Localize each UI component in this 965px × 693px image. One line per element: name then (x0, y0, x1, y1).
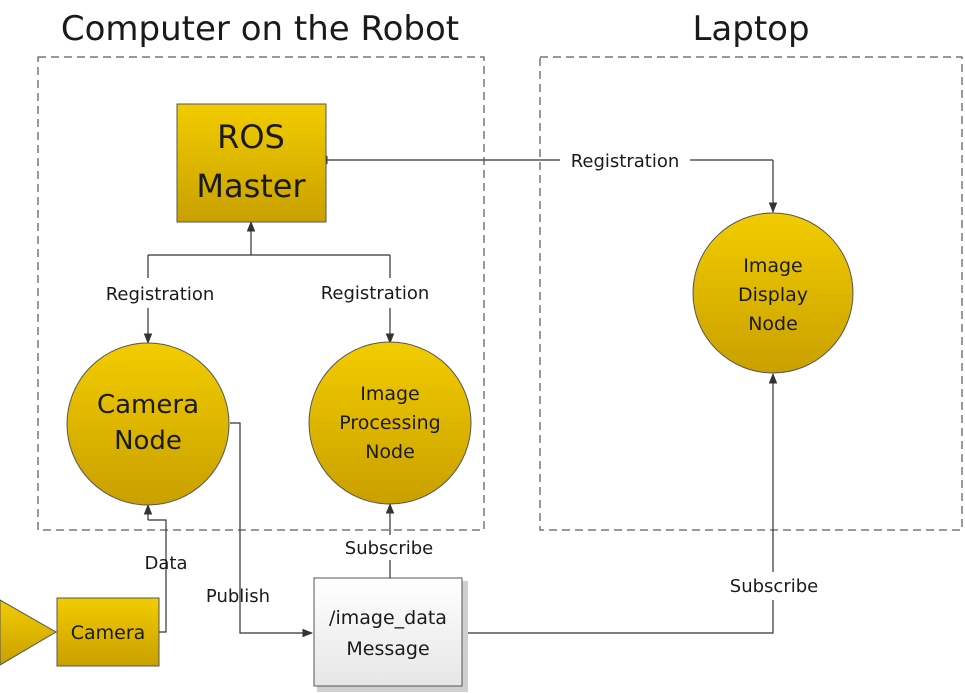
image-processing-node: Image Processing Node (308, 341, 472, 505)
robot-group-box (37, 56, 485, 531)
camera-node: Camera Node (66, 342, 230, 506)
camera-lens-icon (0, 599, 57, 666)
image-display-node: Image Display Node (692, 212, 854, 374)
edge-data (148, 519, 167, 633)
image-data-message: /image_data Message (313, 577, 468, 692)
image-processing-line1: Image (360, 383, 420, 405)
label-registration-laptop: Registration (571, 151, 680, 172)
laptop-group-box (539, 56, 963, 531)
camera-node-line1: Camera (97, 390, 199, 420)
ros-master-line2: Master (196, 167, 306, 205)
laptop-group-title: Laptop (692, 9, 809, 49)
image-display-line2: Display (738, 284, 808, 306)
message-line2: Message (346, 638, 429, 660)
label-registration-processing: Registration (321, 283, 430, 304)
image-processing-line3: Node (365, 441, 415, 463)
message-line1: /image_data (329, 607, 447, 629)
camera-device-label: Camera (71, 622, 146, 644)
edge-subscribe-display-a (462, 600, 774, 634)
label-data: Data (145, 553, 188, 574)
label-subscribe-display: Subscribe (730, 576, 818, 597)
ros-master-node: ROS Master (176, 103, 327, 223)
label-registration-camera: Registration (106, 284, 215, 305)
image-processing-line2: Processing (339, 412, 440, 434)
image-display-line3: Node (748, 313, 798, 335)
label-subscribe-processing: Subscribe (345, 538, 433, 559)
robot-group-title: Computer on the Robot (61, 9, 459, 49)
label-publish: Publish (206, 586, 270, 607)
ros-master-line1: ROS (217, 118, 285, 156)
camera-node-line2: Node (114, 426, 182, 456)
image-display-line1: Image (743, 255, 803, 277)
edge-publish (230, 422, 314, 638)
camera-device: Camera (0, 597, 160, 667)
